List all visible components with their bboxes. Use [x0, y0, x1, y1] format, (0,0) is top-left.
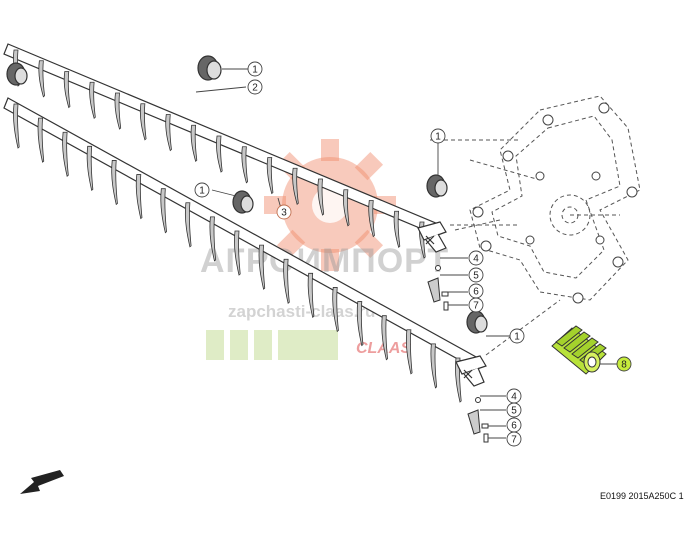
callout-label: 3	[281, 208, 287, 219]
callout-c7b[interactable]: 7	[506, 431, 522, 447]
tine	[63, 71, 71, 109]
tine	[430, 343, 438, 389]
tine	[216, 135, 223, 173]
tine	[62, 131, 69, 177]
bearing-clamp-upper	[417, 221, 447, 253]
callout-c1c[interactable]: 1	[430, 128, 446, 144]
callout-c5a[interactable]: 5	[468, 267, 484, 283]
callout-c3[interactable]: 3	[276, 204, 292, 220]
tine	[405, 329, 413, 375]
tine	[209, 216, 217, 262]
tine	[135, 174, 143, 220]
tine	[139, 103, 147, 141]
reel-spider-frame	[430, 95, 641, 356]
tine-bar-lower	[3, 97, 479, 369]
callout-circle	[506, 431, 522, 447]
frame-bolts	[472, 102, 638, 304]
callout-c8[interactable]: 8	[616, 356, 632, 372]
callout-circle	[468, 250, 484, 266]
tine	[13, 103, 20, 149]
tine	[165, 114, 172, 152]
callout-c4a[interactable]: 4	[468, 250, 484, 266]
callout-label: 1	[199, 186, 205, 197]
callout-circle	[506, 402, 522, 418]
tine	[89, 81, 96, 119]
tine	[258, 244, 266, 290]
callout-label: 5	[473, 271, 479, 282]
callout-group: 1 2 1 1 3 4 5 6 7 1 8 4 5 6 7	[194, 61, 632, 447]
tine	[234, 230, 241, 276]
highlighted-part-8-icon[interactable]	[551, 325, 607, 375]
hardware-stack-lower	[467, 397, 489, 443]
callout-label: 8	[621, 360, 627, 371]
tine	[356, 301, 364, 347]
tine	[317, 178, 325, 216]
watermark-url: zapchasti-claas.ru	[228, 302, 375, 321]
callout-label: 1	[435, 132, 441, 143]
callout-circle	[247, 61, 263, 77]
callout-label: 6	[511, 421, 517, 432]
callout-label: 2	[252, 83, 258, 94]
tine	[184, 202, 192, 248]
callout-circle	[616, 356, 632, 372]
callout-circle	[468, 267, 484, 283]
tine-group	[13, 49, 462, 403]
callout-label: 4	[473, 254, 479, 265]
tine	[368, 200, 375, 238]
tine	[38, 60, 45, 98]
callout-c5b[interactable]: 5	[506, 402, 522, 418]
callout-c1d[interactable]: 1	[509, 328, 525, 344]
tine	[241, 146, 248, 184]
callout-label: 6	[473, 287, 479, 298]
bushing-icon	[232, 190, 254, 214]
callout-c6a[interactable]: 6	[468, 283, 484, 299]
callout-c4b[interactable]: 4	[506, 388, 522, 404]
reference-code: E0199 2015A250C 1	[600, 491, 684, 501]
arrow-down-left-icon	[20, 470, 64, 494]
tine	[86, 145, 94, 192]
callout-c2[interactable]: 2	[247, 79, 263, 95]
tine	[111, 160, 118, 206]
callout-circle	[194, 182, 210, 198]
callout-label: 5	[511, 406, 517, 417]
tine	[160, 188, 167, 234]
tine	[381, 315, 388, 361]
leader-lines	[195, 68, 618, 439]
tine	[342, 189, 350, 227]
callout-label: 1	[252, 65, 258, 76]
callout-c1b[interactable]: 1	[194, 182, 210, 198]
callout-circle	[468, 297, 484, 313]
callout-circle	[509, 328, 525, 344]
tine	[307, 272, 315, 319]
tine	[266, 157, 274, 195]
tine	[292, 167, 299, 205]
bushing-icon	[466, 310, 488, 334]
tine	[114, 92, 122, 130]
tine	[190, 124, 198, 162]
callout-circle	[276, 204, 292, 220]
hardware-stack-upper	[427, 265, 449, 311]
callout-c7a[interactable]: 7	[468, 297, 484, 313]
bushing-icon	[197, 55, 222, 81]
callout-circle	[247, 79, 263, 95]
watermark-blocks	[206, 330, 338, 360]
bearing-clamp-lower	[455, 355, 487, 387]
callout-c6b[interactable]: 6	[506, 417, 522, 433]
tine	[332, 287, 339, 333]
tine	[283, 258, 290, 304]
callout-label: 1	[514, 332, 520, 343]
callout-circle	[430, 128, 446, 144]
callout-c1a[interactable]: 1	[247, 61, 263, 77]
callout-label: 4	[511, 392, 517, 403]
callout-label: 7	[511, 435, 517, 446]
bushing-icon	[6, 62, 28, 86]
bushing-icon	[426, 174, 448, 198]
callout-label: 7	[473, 301, 479, 312]
tine	[393, 210, 401, 248]
tine	[37, 117, 45, 163]
